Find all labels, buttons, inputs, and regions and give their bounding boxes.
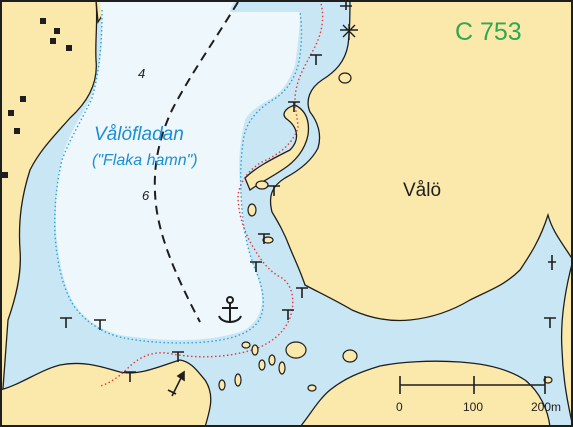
land-west: [0, 0, 98, 427]
water-deep-area: [55, 0, 300, 340]
depth-contour-red: [99, 0, 324, 387]
island-name-label: Vålö: [403, 180, 441, 201]
islets: [218, 72, 553, 392]
land-southwest: [0, 359, 212, 427]
scale-tick-label: 0: [396, 400, 403, 414]
wreck-icon: [340, 24, 358, 40]
land-peninsula: [244, 104, 310, 192]
depth-label: 6: [142, 188, 150, 203]
depth-label: 4: [138, 66, 145, 81]
navigation-leading-line: [153, 1, 239, 323]
land-east-edge: [560, 259, 573, 427]
scale-bar: [399, 376, 546, 394]
rock-hazard-icon: [60, 0, 556, 382]
scale-tick-label: 100: [463, 400, 483, 414]
anchor-icon: [218, 296, 242, 323]
scale-tick-label: 200m: [531, 400, 561, 414]
chart-id-label: C 753: [455, 18, 522, 46]
arrow-icon: [167, 370, 185, 397]
bay-name-label: Vålöfladan: [94, 124, 184, 145]
bay-alt-name-label: ("Flaka hamn"): [92, 152, 198, 169]
building-markers: [2, 18, 72, 178]
